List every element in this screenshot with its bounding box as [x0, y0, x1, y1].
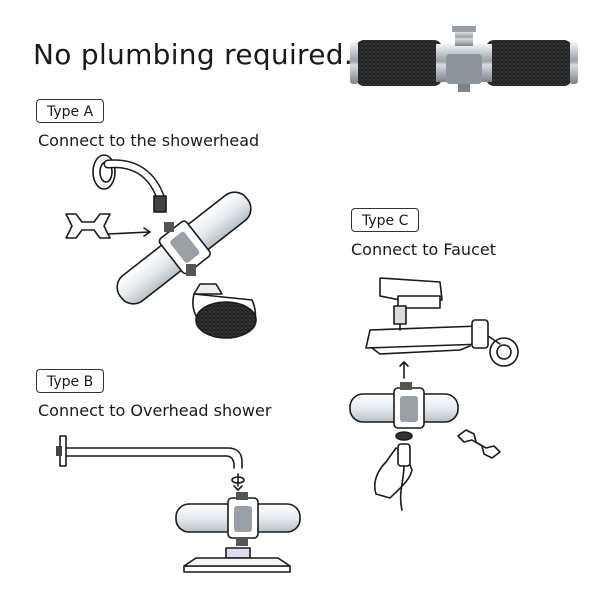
type-c-illustration	[349, 277, 519, 511]
type-a-caption: Connect to the showerhead	[38, 131, 260, 150]
product-photo	[350, 26, 578, 92]
type-c-caption: Connect to Faucet	[351, 240, 496, 259]
type-b-caption: Connect to Overhead shower	[38, 401, 272, 420]
type-b-illustration	[56, 435, 301, 573]
type-a-badge: Type A	[36, 99, 105, 123]
type-b-badge: Type B	[36, 369, 105, 393]
type-c-badge: Type C	[351, 208, 420, 232]
type-a-illustration	[65, 154, 257, 339]
headline: No plumbing required.	[33, 38, 354, 71]
